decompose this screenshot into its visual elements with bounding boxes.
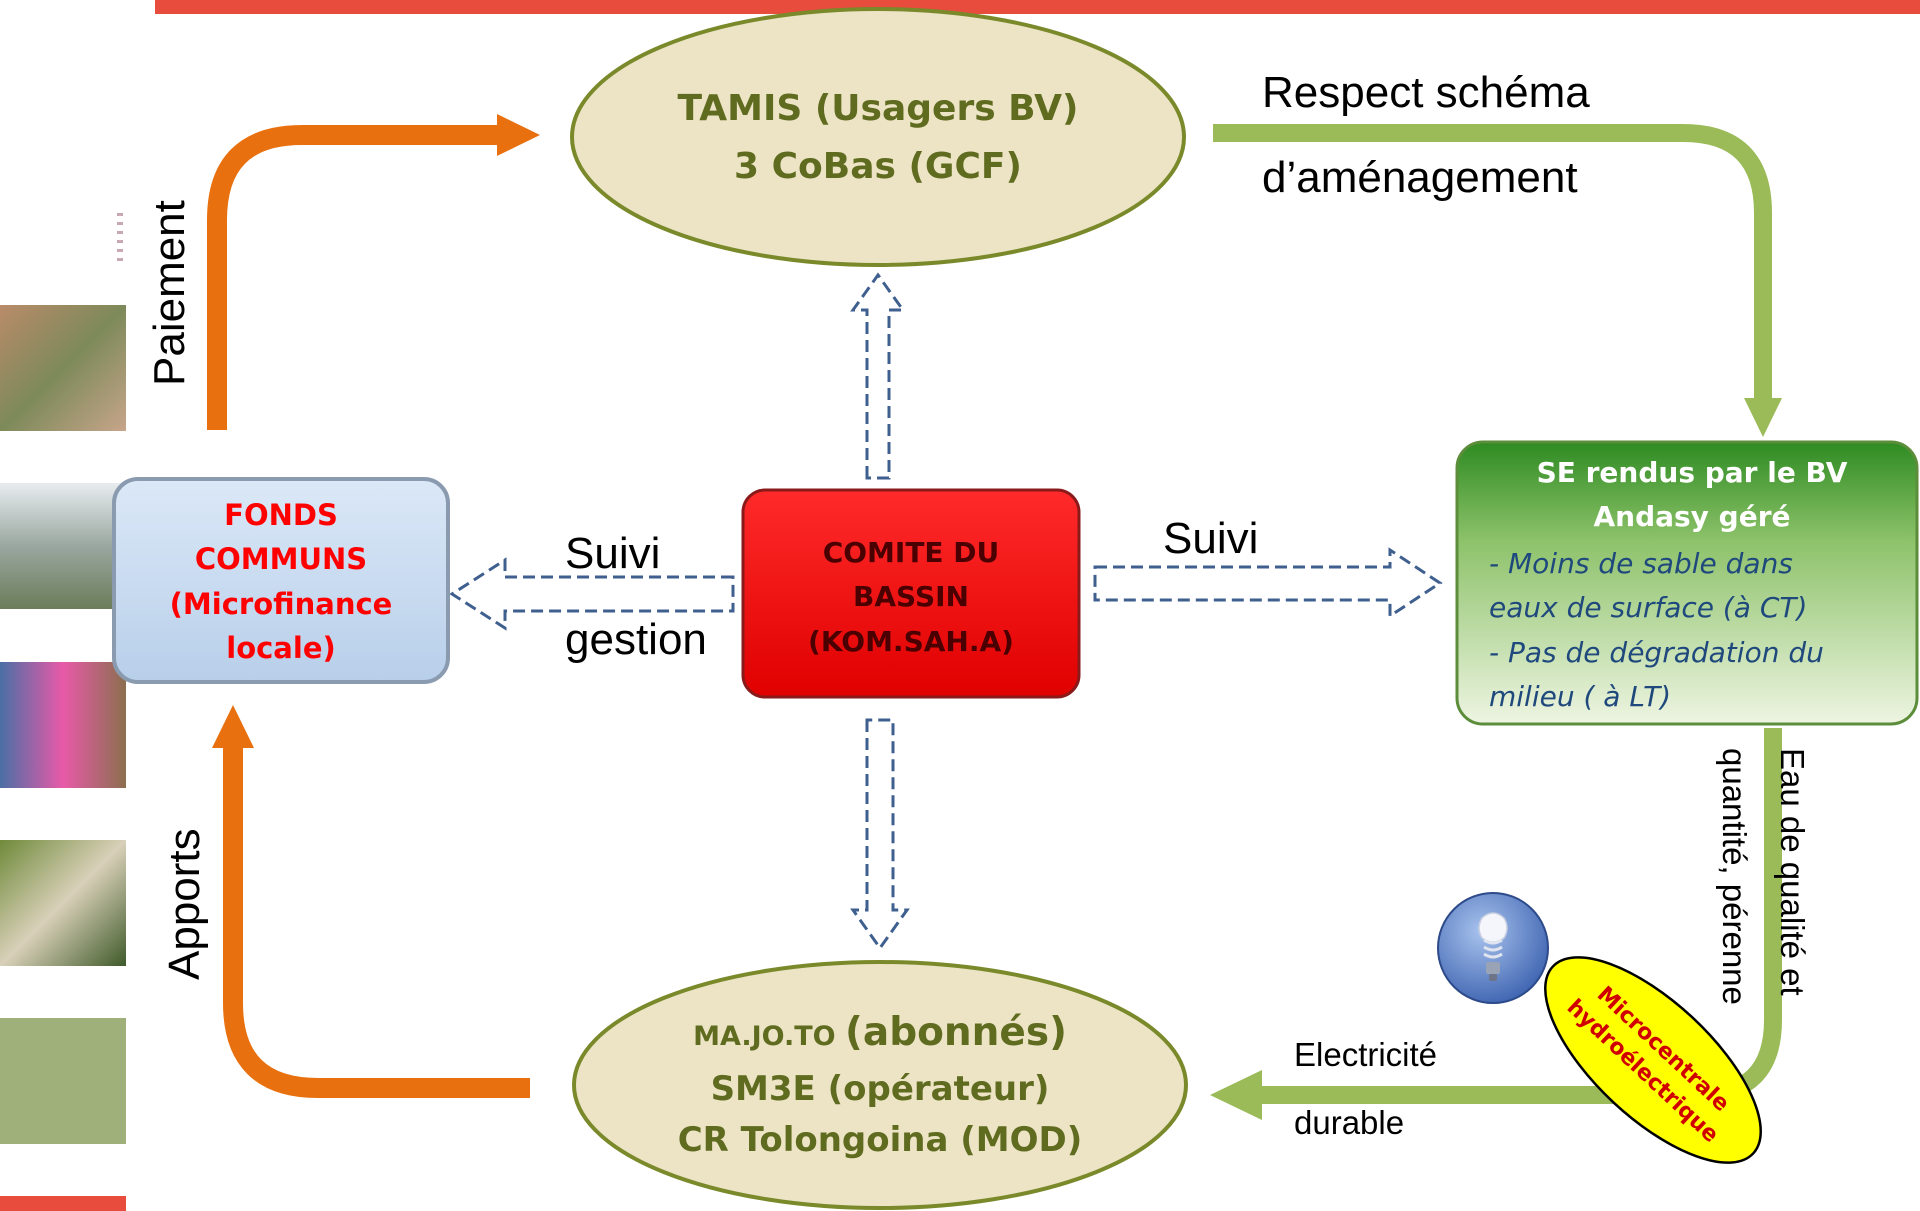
red-block — [0, 1196, 126, 1211]
comite-line2: BASSIN — [853, 580, 969, 613]
label-paiement: Paiement — [145, 200, 194, 386]
photo-windmill — [0, 483, 126, 609]
node-se: SE rendus par le BV Andasy géré - Moins … — [1455, 440, 1919, 726]
node-tamis: TAMIS (Usagers BV) 3 CoBas (GCF) — [570, 7, 1186, 267]
photo-community-meeting — [0, 305, 126, 431]
comite-line1: COMITE DU — [823, 536, 1000, 569]
photo-strip — [0, 213, 126, 1211]
se-line4: eaux de surface (à CT) — [1489, 591, 1807, 624]
majoto-line1b: (abonnés) — [845, 1010, 1067, 1055]
node-microcentrale: Microcentrale hydroélectrique — [1544, 956, 1762, 1164]
lightbulb-icon — [1437, 892, 1549, 1004]
fonds-line3: (Microfinance — [170, 587, 393, 621]
fonds-line2: COMMUNS — [195, 542, 367, 576]
label-respect-2: d’aménagement — [1262, 153, 1578, 202]
majoto-line2: SM3E (opérateur) — [711, 1069, 1050, 1109]
fonds-line4: locale) — [226, 631, 336, 665]
dashed-arrow-left — [449, 557, 735, 631]
se-line2: Andasy géré — [1593, 500, 1790, 533]
dashed-arrow-up — [850, 272, 906, 480]
photo-forest — [0, 840, 126, 966]
se-line1: SE rendus par le BV — [1537, 456, 1848, 489]
label-suivi-left: Suivi — [565, 529, 660, 578]
label-elec-1: Electricité — [1294, 1036, 1437, 1073]
photo-market — [0, 662, 126, 788]
se-line5: - Pas de dégradation du — [1489, 636, 1824, 669]
majoto-line1a: MA.JO.TO — [693, 1021, 845, 1052]
node-fonds: FONDS COMMUNS (Microfinance locale) — [112, 477, 450, 684]
node-majoto: MA.JO.TO (abonnés) SM3E (opérateur) CR T… — [572, 960, 1188, 1210]
label-gestion: gestion — [565, 615, 707, 664]
se-line6: milieu ( à LT) — [1489, 680, 1671, 713]
top-bar — [155, 0, 1920, 14]
label-suivi-right: Suivi — [1163, 514, 1258, 563]
majoto-line1: MA.JO.TO (abonnés) — [693, 1010, 1067, 1055]
fonds-line1: FONDS — [224, 498, 338, 532]
label-respect-1: Respect schéma — [1262, 68, 1590, 117]
comite-line3: (KOM.SAH.A) — [808, 625, 1014, 658]
tamis-line1: TAMIS (Usagers BV) — [678, 88, 1079, 129]
se-line3: - Moins de sable dans — [1489, 547, 1793, 580]
majoto-line3: CR Tolongoina (MOD) — [678, 1120, 1083, 1160]
label-elec-2: durable — [1294, 1104, 1404, 1141]
node-comite: COMITE DU BASSIN (KOM.SAH.A) — [741, 488, 1081, 699]
arrow-paiement — [207, 114, 540, 430]
arrow-apports — [212, 705, 530, 1098]
label-apports: Apports — [160, 828, 209, 980]
label-eau-2: quantité, pérenne — [1716, 748, 1753, 1005]
olive-block — [0, 1018, 126, 1144]
tamis-line2: 3 CoBas (GCF) — [734, 146, 1022, 187]
arrow-respect — [1213, 124, 1782, 437]
dotted-marker — [117, 213, 123, 261]
label-eau-1: Eau de qualité et — [1774, 748, 1811, 996]
dashed-arrow-right — [1093, 547, 1443, 619]
dashed-arrow-down — [850, 718, 910, 951]
